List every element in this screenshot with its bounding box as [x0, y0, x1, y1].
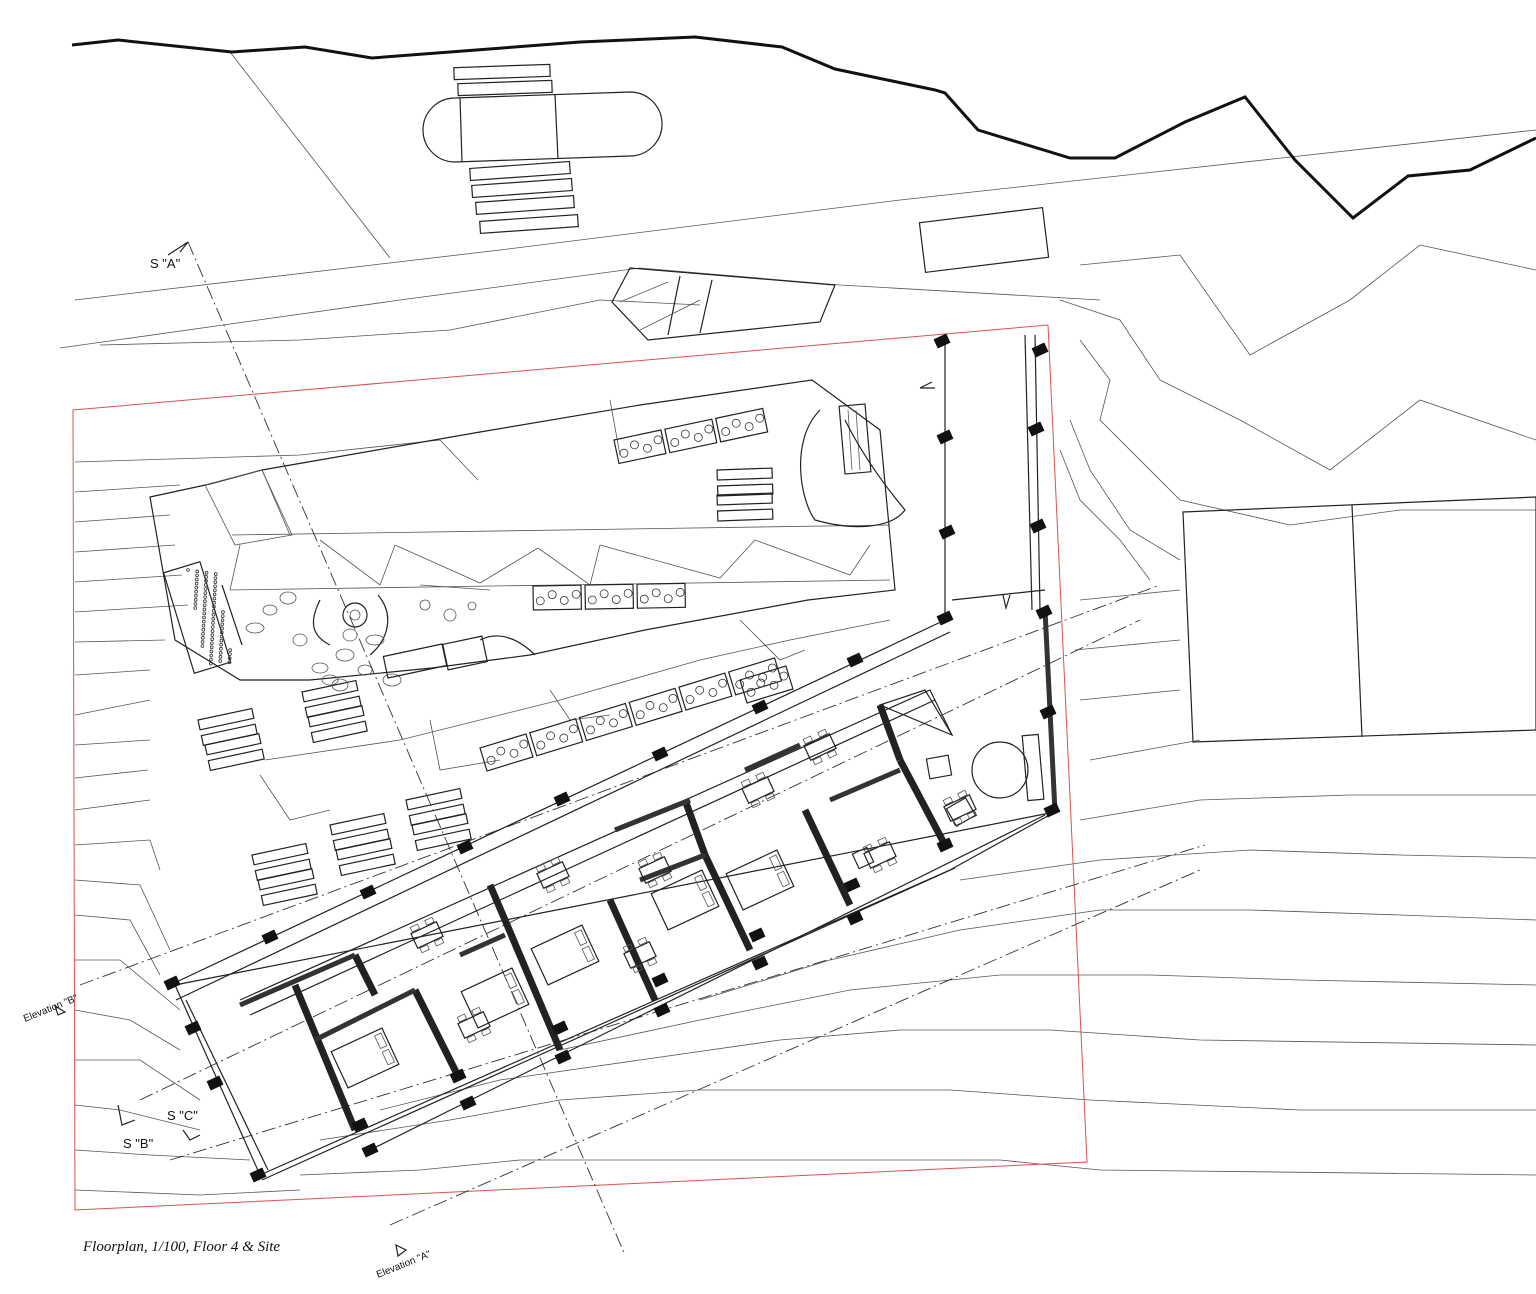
main-building [169, 334, 1058, 1181]
column [843, 877, 861, 893]
furniture [330, 728, 978, 1089]
elevation-b-label: Elevation "B" [22, 993, 80, 1025]
column [261, 929, 279, 945]
column [651, 972, 669, 988]
column [846, 910, 864, 926]
section-b-label: S "B" [123, 1136, 154, 1151]
column [653, 1002, 671, 1018]
column [936, 429, 954, 445]
top-parking-area [422, 63, 1050, 274]
column [359, 884, 377, 900]
column [206, 1075, 224, 1091]
section-a-label: S "A" [150, 256, 181, 271]
column [361, 1142, 379, 1158]
elevation-marker-a: Elevation "A" [375, 1243, 433, 1281]
column [1035, 604, 1053, 620]
elevation-a-label: Elevation "A" [375, 1249, 433, 1281]
drawing-caption: Floorplan, 1/100, Floor 4 & Site [82, 1239, 280, 1255]
column [1029, 518, 1047, 534]
column [1043, 802, 1061, 818]
columns [163, 333, 1061, 1183]
upper-stair [800, 403, 906, 528]
column [936, 837, 954, 853]
site-contours [59, 51, 1536, 1196]
column [651, 746, 669, 762]
column [1031, 342, 1049, 358]
column [456, 839, 474, 855]
play-area [162, 381, 1011, 692]
neighbour-building [1182, 496, 1536, 743]
column [846, 652, 864, 668]
column [748, 927, 766, 943]
column [449, 1068, 467, 1084]
column [751, 699, 769, 715]
section-marker-c: S "C" [167, 1108, 201, 1141]
column [933, 333, 951, 349]
elevation-marker-b: Elevation "B" [22, 993, 80, 1025]
column [551, 1020, 569, 1036]
terrain-ridge-line [71, 35, 1536, 220]
section-marker-b: S "B" [117, 1104, 154, 1151]
planter-boxes [479, 407, 794, 772]
column [1039, 704, 1057, 720]
benches [197, 467, 774, 907]
column [751, 955, 769, 971]
plot-boundary [72, 324, 1088, 1211]
column [553, 791, 571, 807]
column [938, 524, 956, 540]
column [163, 975, 181, 991]
column [1027, 421, 1045, 437]
section-marker-a: S "A" [150, 241, 189, 271]
section-c-label: S "C" [167, 1108, 198, 1123]
column [184, 1020, 202, 1036]
roof-terrace-lines [149, 267, 896, 821]
column [554, 1049, 572, 1065]
column [351, 1117, 369, 1133]
column [459, 1095, 477, 1111]
column [936, 610, 954, 626]
column [249, 1167, 267, 1183]
